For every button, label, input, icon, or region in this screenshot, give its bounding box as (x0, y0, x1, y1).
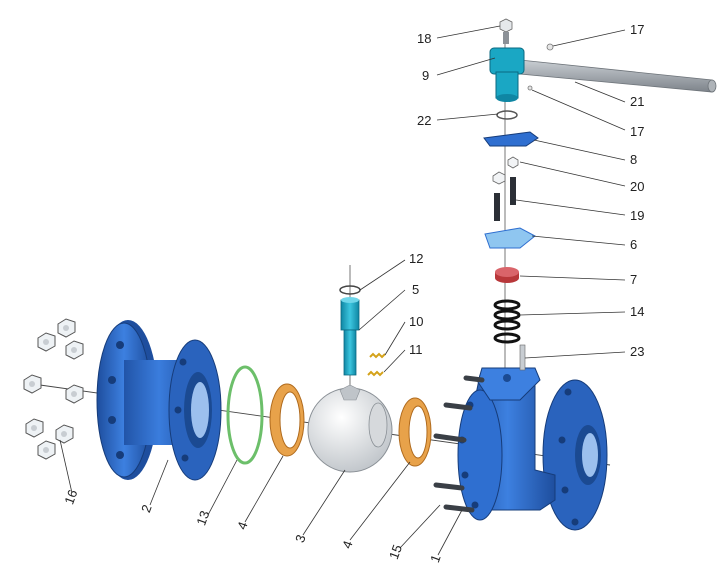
callout-17-bottom: 17 (630, 124, 644, 139)
callout-18: 18 (417, 31, 431, 46)
gasket-part-13 (226, 365, 264, 465)
seat-part-4-right (398, 397, 432, 467)
seat-part-4-left (269, 383, 305, 457)
callout-22: 22 (417, 113, 431, 128)
nuts-group (23, 318, 84, 460)
pin-part-17-bottom (527, 85, 533, 91)
leader-lines (59, 25, 626, 556)
spring-part-10 (369, 352, 386, 359)
callout-3: 3 (292, 533, 309, 545)
callout-9: 9 (422, 68, 429, 83)
bolt-part-18 (499, 18, 513, 44)
stem-part-5 (340, 297, 360, 376)
callout-14: 14 (630, 304, 644, 319)
callout-4-left: 4 (234, 520, 251, 532)
callout-6: 6 (630, 237, 637, 252)
nut-part-20 (492, 171, 506, 185)
callout-12: 12 (409, 251, 423, 266)
callout-20: 20 (630, 179, 644, 194)
handle-part-21 (519, 59, 717, 93)
callout-17-top: 17 (630, 22, 644, 37)
spring-part-11 (367, 370, 384, 377)
packing-rings-part-14 (493, 299, 521, 344)
callout-4-right: 4 (339, 539, 356, 551)
pin-part-19-a (494, 193, 500, 221)
end-connector-part-2 (96, 320, 222, 481)
studs-part-15 (433, 375, 485, 513)
callout-2: 2 (138, 503, 155, 515)
callout-16: 16 (61, 488, 80, 507)
callout-23: 23 (630, 344, 644, 359)
callout-13: 13 (193, 509, 212, 528)
callout-8: 8 (630, 152, 637, 167)
ring-part-7 (495, 267, 519, 283)
ball-part-3 (307, 384, 393, 473)
callout-11: 11 (409, 342, 423, 357)
pin-part-19-b (510, 177, 516, 205)
pin-part-17-top (546, 43, 554, 51)
stop-plate-part-8 (483, 131, 539, 147)
valve-body-part-1 (457, 367, 608, 531)
pin-part-23 (519, 344, 526, 371)
callout-15: 15 (386, 543, 405, 562)
callout-19: 19 (630, 208, 644, 223)
nut-part-20-b (507, 156, 519, 169)
washer-part-22 (496, 110, 518, 120)
callout-21: 21 (630, 94, 644, 109)
gland-plate-part-6 (484, 227, 536, 249)
callout-1: 1 (427, 553, 444, 565)
callout-10: 10 (409, 314, 423, 329)
callout-7: 7 (630, 272, 637, 287)
callout-5: 5 (412, 282, 419, 297)
handle-head-part-9 (489, 47, 525, 102)
